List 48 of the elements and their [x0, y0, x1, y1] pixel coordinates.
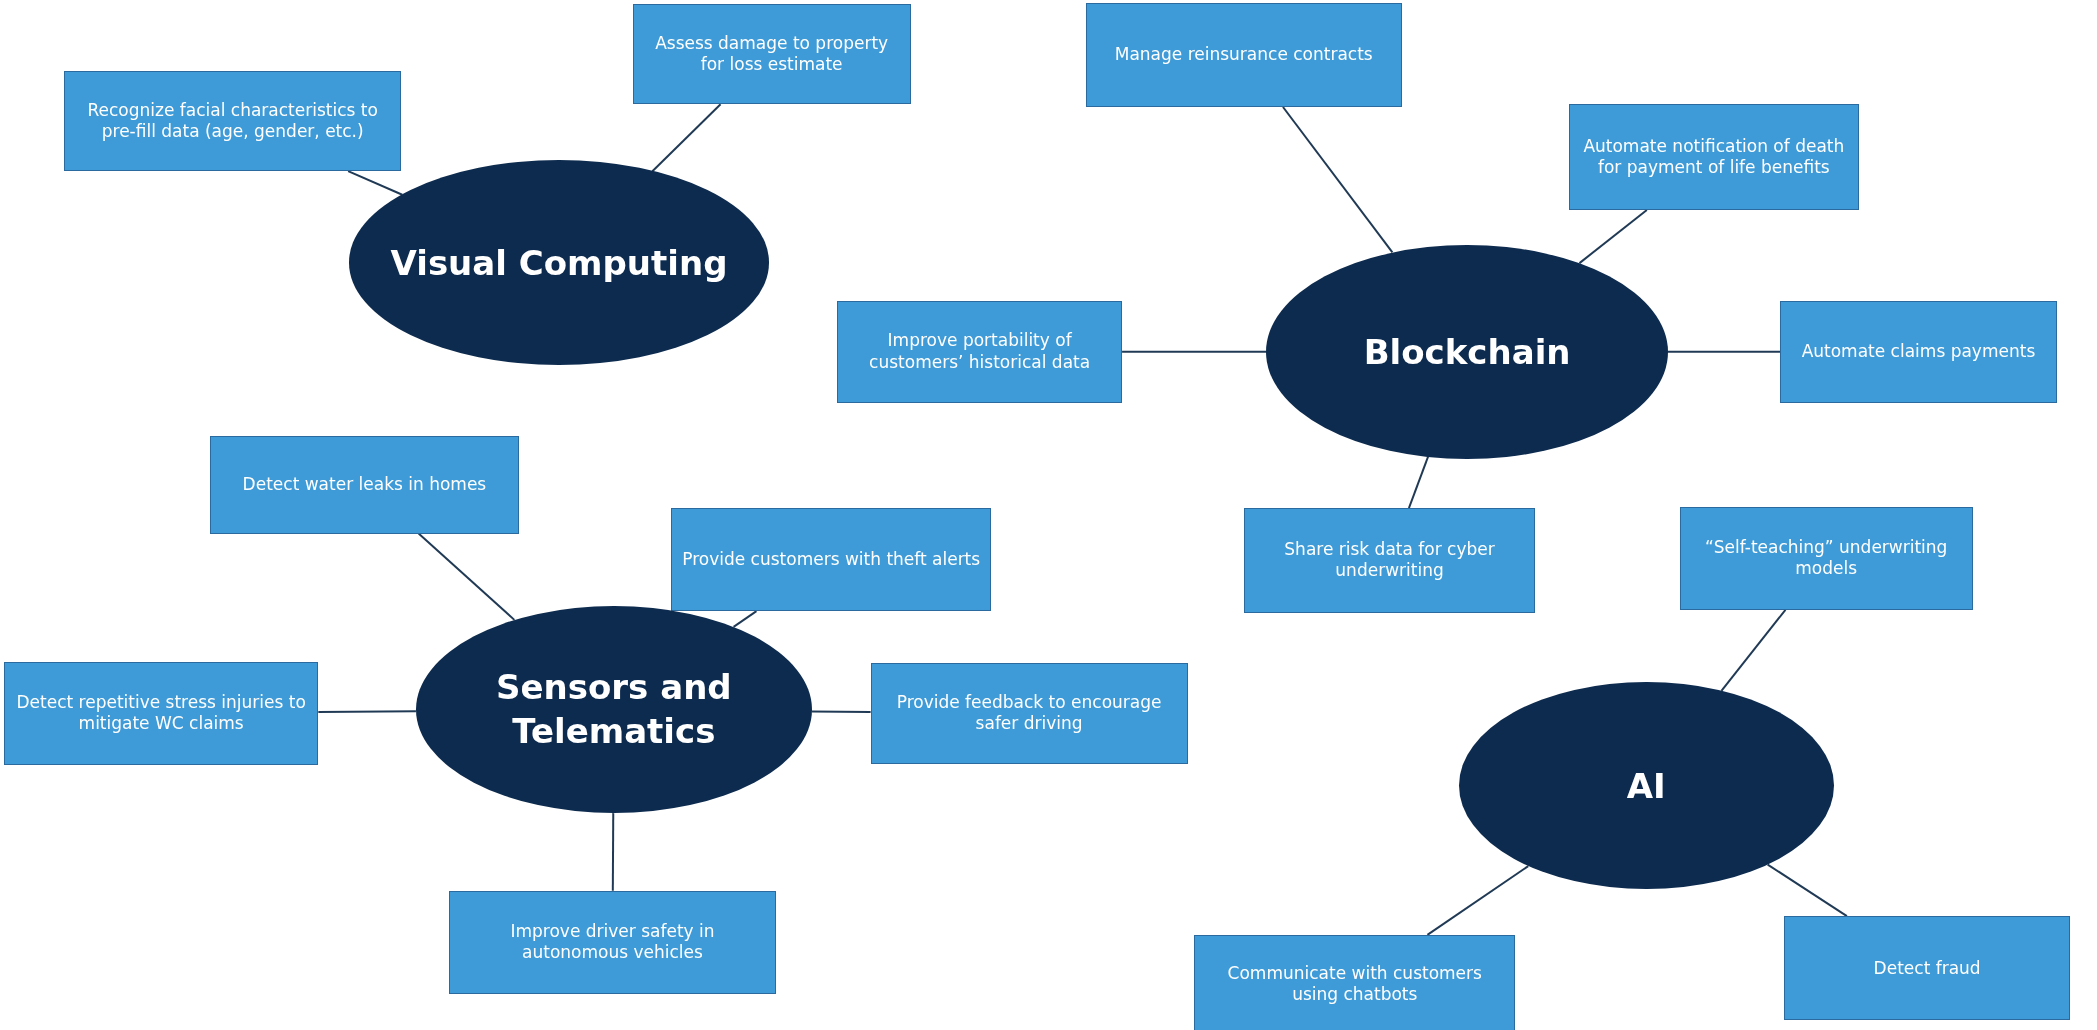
connector-line: [1766, 863, 1848, 918]
idea-text: Assess damage to property for loss estimate: [654, 32, 890, 76]
connector-line: [611, 812, 615, 892]
connector-line: [417, 532, 516, 621]
connector-line: [317, 710, 417, 714]
idea-text: Improve portability of customers’ historical data: [868, 330, 1092, 373]
idea-box: [1243, 508, 1536, 613]
connector-line: [732, 610, 758, 628]
idea-box: [4, 662, 319, 765]
idea-text: Detect repetitive stress injuries to mitigate WC claims: [15, 692, 307, 735]
idea-box: [1085, 2, 1402, 107]
topic-label: Sensors and Telematics: [495, 666, 733, 754]
idea-box: [1568, 104, 1859, 210]
idea-text: Manage reinsurance contracts: [1114, 44, 1373, 66]
connector-line: [1720, 608, 1787, 692]
idea-box: [870, 663, 1188, 764]
connector-line: [1282, 106, 1394, 254]
idea-text: Share risk data for cyber underwriting: [1283, 539, 1496, 582]
connector-line: [1426, 865, 1530, 936]
connector-line: [810, 710, 872, 713]
idea-box: [1780, 300, 2057, 403]
topic-label: Blockchain: [1362, 330, 1572, 374]
idea-text: Provide customers with theft alerts: [682, 549, 981, 571]
connector-line: [1666, 350, 1782, 353]
idea-box: [837, 300, 1123, 403]
idea-box: [449, 890, 776, 994]
connector-line: [1121, 350, 1268, 353]
connector-line: [651, 103, 722, 173]
idea-box: [1194, 934, 1516, 1030]
idea-text: “Self-teaching” underwriting models: [1703, 537, 1949, 580]
topic-label: AI: [1625, 764, 1667, 808]
topic-label: Visual Computing: [389, 241, 729, 285]
idea-text: Automate claims payments: [1801, 341, 2036, 363]
connector-line: [1578, 208, 1648, 265]
idea-text: Communicate with customers using chatbots: [1226, 963, 1483, 1006]
idea-box: [1679, 506, 1973, 610]
idea-text: Detect fraud: [1873, 957, 1981, 979]
connector-line: [347, 170, 404, 196]
idea-text: Improve driver safety in autonomous vehicles: [509, 920, 716, 964]
idea-text: Detect water leaks in homes: [242, 474, 487, 496]
idea-box: [64, 70, 402, 172]
idea-box: [209, 435, 519, 534]
idea-box: [1784, 916, 2071, 1021]
idea-box: [671, 508, 991, 612]
idea-box: [632, 4, 911, 105]
idea-text: Automate notification of death for payment of life benefits: [1582, 135, 1846, 179]
idea-text: Provide feedback to encourage safer driving: [895, 692, 1163, 735]
idea-text: Recognize facial characteristics to pre-fill data (age, gender, etc.): [86, 99, 379, 143]
